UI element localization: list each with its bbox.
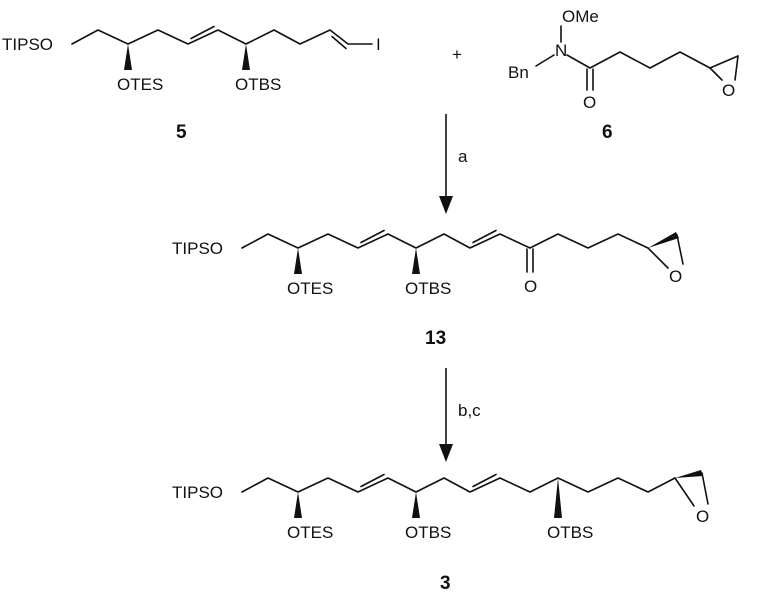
otbs-label-3b: OTBS xyxy=(547,523,593,542)
epoxide-bond-13b xyxy=(676,234,684,265)
alkene-inner-bond-5a xyxy=(190,25,215,40)
alkene-inner-bond-3b xyxy=(472,473,497,488)
otbs-label-5: OTBS xyxy=(235,75,281,94)
epoxide-bond-3b xyxy=(701,472,709,505)
alkene-inner-bond-5b xyxy=(331,35,347,50)
wedge-bond-otbs-5 xyxy=(242,44,250,70)
compound-3-structure: TIPSO OTES OTBS OTBS O 3 xyxy=(172,470,709,594)
nitrogen-label-6: N xyxy=(555,41,567,60)
compound-number-6: 6 xyxy=(602,122,613,143)
alkene-inner-bond-13b xyxy=(472,229,497,244)
chain-bonds-5 xyxy=(71,29,373,45)
epoxide-bond-3a xyxy=(674,477,695,507)
otbs-label-3a: OTBS xyxy=(405,523,451,542)
chain-bonds-6 xyxy=(566,51,711,69)
wedge-bond-otes-3 xyxy=(294,492,302,518)
compound-5-structure: TIPSO OTES OTBS I 5 xyxy=(2,25,381,143)
epoxide-o-label-13: O xyxy=(669,267,682,286)
reaction-arrow-a xyxy=(439,114,453,214)
wedge-bond-otes-5 xyxy=(124,44,132,70)
compound-number-13: 13 xyxy=(425,328,446,349)
wedge-bond-otbs-3b xyxy=(554,478,562,518)
n-bn-bond-6 xyxy=(535,54,555,67)
step-label-a: a xyxy=(458,147,468,166)
reaction-arrow-bc xyxy=(439,368,453,462)
plus-sign: + xyxy=(452,45,462,64)
tipso-label-5: TIPSO xyxy=(2,35,53,54)
compound-13-structure: TIPSO OTES OTBS O O 13 xyxy=(172,229,684,349)
alkene-inner-bond-3a xyxy=(360,473,385,488)
otbs-label-13: OTBS xyxy=(405,279,451,298)
wedge-bond-otbs-3a xyxy=(412,492,420,518)
compound-number-5: 5 xyxy=(176,122,187,143)
epoxide-o-label-3: O xyxy=(696,507,709,526)
compound-number-3: 3 xyxy=(440,573,451,594)
epoxide-wedge-13 xyxy=(648,232,679,248)
ketone-o-label-13: O xyxy=(524,277,537,296)
alkene-inner-bond-13a xyxy=(360,229,385,244)
carbonyl-o-label-6: O xyxy=(583,93,596,112)
iodide-label-5: I xyxy=(376,35,381,54)
otes-label-13: OTES xyxy=(287,279,333,298)
epoxide-bond-6a xyxy=(709,55,739,69)
bn-label-6: Bn xyxy=(508,63,529,82)
chain-bonds-3 xyxy=(241,477,676,493)
otes-label-3: OTES xyxy=(287,523,333,542)
epoxide-bond-13a xyxy=(647,247,669,269)
compound-6-structure: OMe N Bn O O 6 xyxy=(508,7,739,143)
epoxide-o-label-6: O xyxy=(722,81,735,100)
chain-bonds-13 xyxy=(241,233,649,249)
ome-label-6: OMe xyxy=(562,7,599,26)
otes-label-5: OTES xyxy=(117,75,163,94)
wedge-bond-otbs-13 xyxy=(412,248,420,274)
tipso-label-13: TIPSO xyxy=(172,239,223,258)
epoxide-wedge-3 xyxy=(675,470,703,478)
epoxide-bond-6b xyxy=(709,67,723,81)
tipso-label-3: TIPSO xyxy=(172,483,223,502)
step-label-bc: b,c xyxy=(458,401,481,420)
epoxide-bond-6c xyxy=(734,55,739,81)
wedge-bond-otes-13 xyxy=(294,248,302,274)
